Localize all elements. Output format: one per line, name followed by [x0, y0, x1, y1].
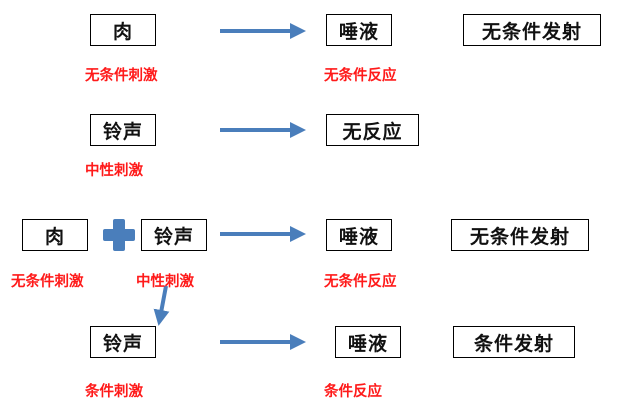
meat-box: 肉: [90, 14, 156, 46]
conditioned-reflex-box: 条件发射: [453, 326, 575, 358]
arrow-diagonal: [153, 285, 170, 326]
conditioned-stimulus-label: 条件刺激: [85, 384, 143, 400]
neutral-stimulus-label: 中性刺激: [85, 163, 143, 179]
plus-icon: [103, 219, 135, 251]
unconditioned-response-label: 无条件反应: [324, 68, 397, 84]
unconditioned-response-label-pairing: 无条件反应: [324, 274, 397, 290]
bell-box-pairing: 铃声: [141, 219, 207, 251]
unconditioned-reflex-box-pairing: 无条件发射: [451, 219, 589, 251]
meat-box-pairing: 肉: [22, 219, 88, 251]
bell-box-conditioned: 铃声: [90, 326, 156, 358]
unconditioned-stimulus-label: 无条件刺激: [85, 68, 158, 84]
conditioned-response-label: 条件反应: [324, 384, 382, 400]
unconditioned-stimulus-label-pairing: 无条件刺激: [11, 274, 84, 290]
saliva-box: 唾液: [326, 14, 392, 46]
unconditioned-reflex-box: 无条件发射: [463, 14, 601, 46]
bell-box: 铃声: [90, 114, 156, 146]
neutral-stimulus-label-pairing: 中性刺激: [136, 274, 194, 290]
no-response-box: 无反应: [326, 114, 419, 146]
saliva-box-conditioned: 唾液: [335, 326, 401, 358]
saliva-box-pairing: 唾液: [326, 219, 392, 251]
